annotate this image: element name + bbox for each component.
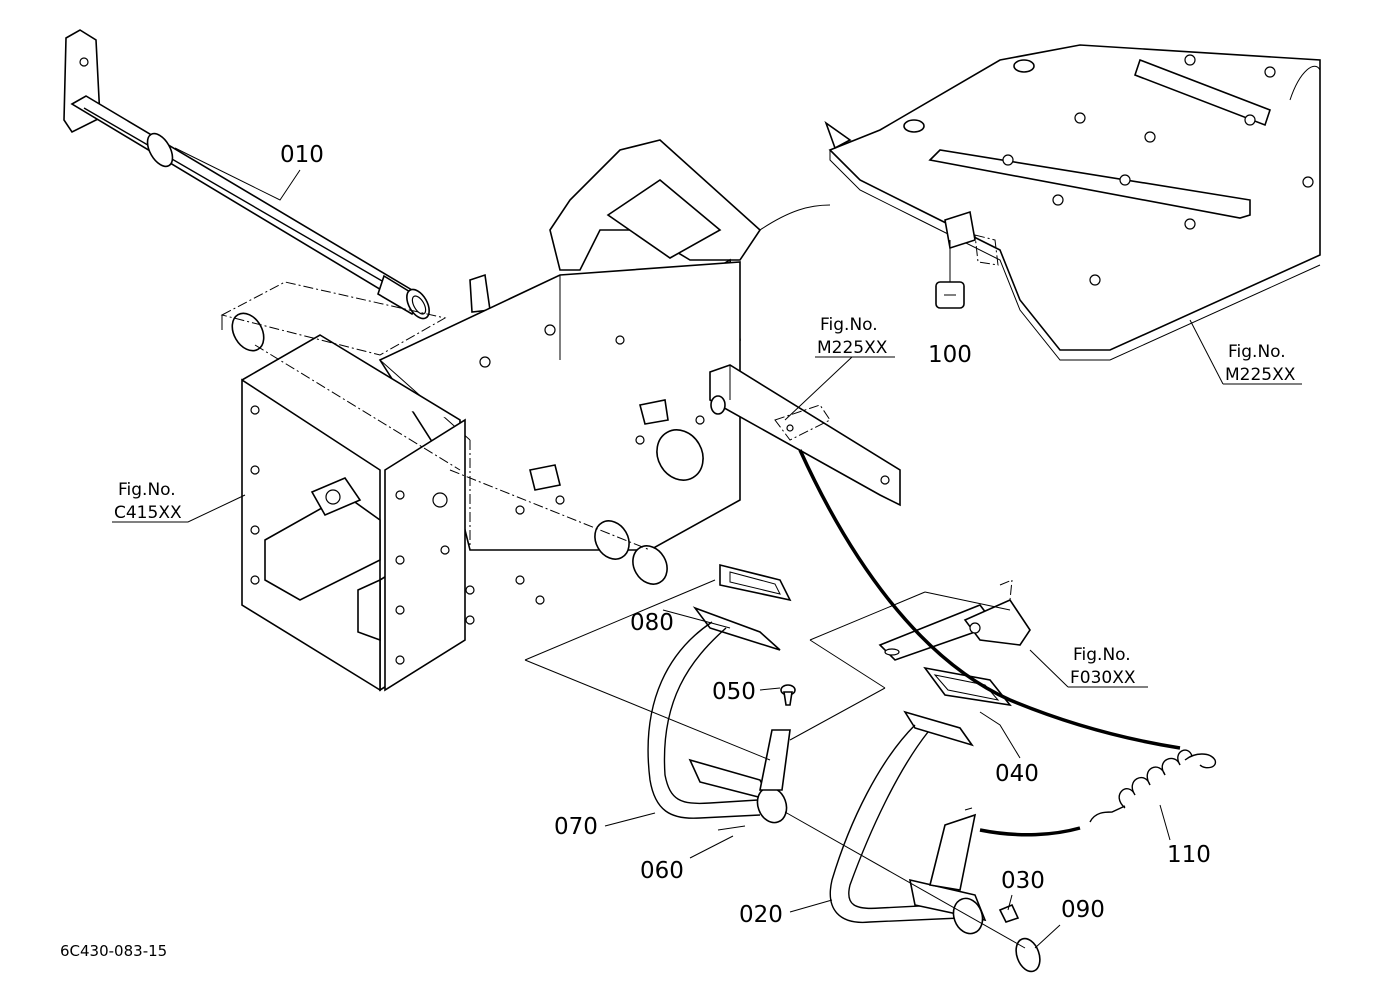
figure-references: Fig.No. C415XX Fig.No. M225XX Fig.No. M2… (114, 315, 1296, 688)
fig-ref-f030-label: Fig.No. (1073, 645, 1131, 665)
fig-ref-m225-arm-code: M225XX (817, 338, 888, 358)
part-label-060: 060 (640, 858, 684, 884)
part-label-070: 070 (554, 814, 598, 840)
fig-ref-m225-plate-label: Fig.No. (1228, 342, 1286, 362)
part-label-110: 110 (1167, 842, 1211, 868)
bracket-f030-drawing (878, 579, 1031, 661)
fig-ref-m225-arm-label: Fig.No. (820, 315, 878, 335)
drawing-code: 6C430-083-15 (60, 942, 167, 960)
shaft-010-drawing (63, 29, 430, 320)
part-label-090: 090 (1061, 897, 1105, 923)
leader-lines (112, 147, 1302, 949)
right-arm-drawing (709, 364, 901, 507)
main-frame-drawing (220, 139, 831, 692)
part-label-010: 010 (280, 142, 324, 168)
part-label-100: 100 (928, 342, 972, 368)
pedal-020-drawing (829, 666, 1041, 973)
part-label-030: 030 (1001, 868, 1045, 894)
part-label-080: 080 (630, 610, 674, 636)
part-label-040: 040 (995, 761, 1039, 787)
fig-ref-m225-plate-code: M225XX (1225, 365, 1296, 385)
fig-ref-f030-code: F030XX (1070, 668, 1136, 688)
part-label-050: 050 (712, 679, 756, 705)
part-label-020: 020 (739, 902, 783, 928)
spring-110-drawing (798, 449, 1217, 837)
part-number-labels: 010 020 030 040 050 060 070 080 090 100 … (280, 142, 1211, 928)
floor-plate-drawing (824, 44, 1321, 361)
explode-lines (221, 315, 1026, 949)
fig-ref-c415-label: Fig.No. (118, 480, 176, 500)
clip-100-drawing (935, 240, 965, 309)
fig-ref-c415-code: C415XX (114, 503, 182, 523)
